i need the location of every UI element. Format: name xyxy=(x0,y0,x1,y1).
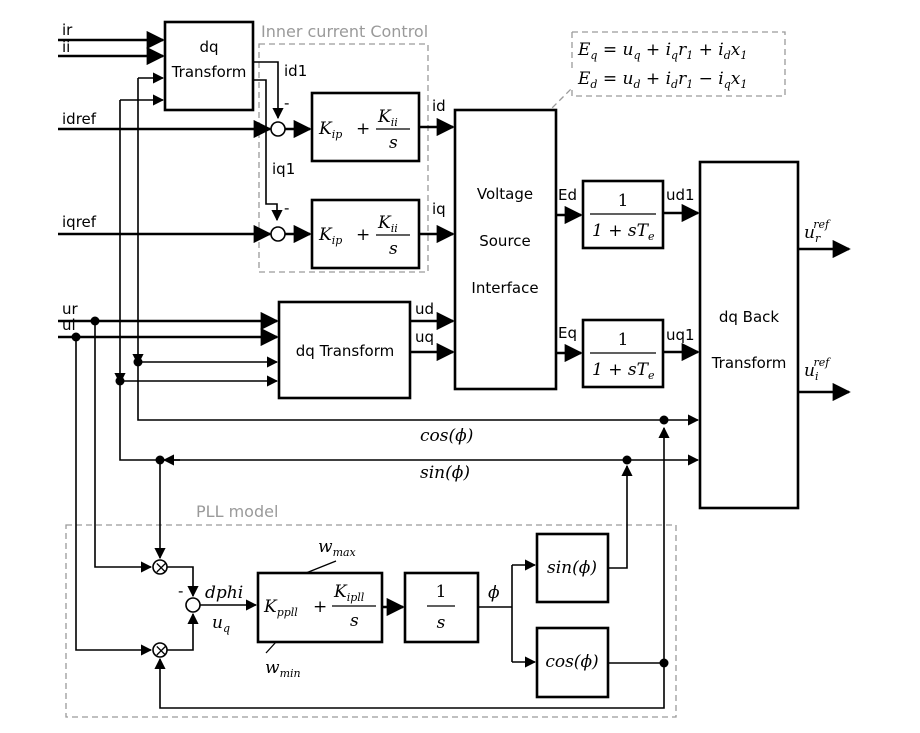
output-ui-ref-label: uiref xyxy=(804,356,831,383)
pi-pll-kppll: Kppll xyxy=(263,597,298,619)
signal-sin-phi-label: sin(ϕ) xyxy=(420,463,470,483)
input-ui-label: ui xyxy=(62,316,76,334)
signal-ud1-label: ud1 xyxy=(666,186,695,204)
wire-mult-top-to-sum xyxy=(167,566,199,598)
pi-controller-id-block: Kip + Kii s xyxy=(310,91,421,163)
input-ii-label: ii xyxy=(62,38,70,56)
dq-back-line1: dq Back xyxy=(719,308,780,326)
voltage-source-line3: Interface xyxy=(471,279,538,297)
integrator-block: 1 s xyxy=(403,571,480,644)
pi-iq-box xyxy=(310,198,421,270)
voltage-source-line1: Voltage xyxy=(477,185,533,203)
minus-sign-pll: - xyxy=(178,582,183,600)
pll-wmax-label: wmax xyxy=(318,537,357,559)
pi-id-s: s xyxy=(389,133,398,153)
wire-ur-to-mult xyxy=(94,321,153,573)
pi-id-kip: Kip xyxy=(318,119,342,141)
pi-pll-box xyxy=(256,571,384,644)
junction-sin-source xyxy=(622,455,632,465)
wire-sin-out xyxy=(608,464,633,569)
signal-uq1-label: uq1 xyxy=(666,326,695,344)
pi-id-plus: + xyxy=(356,119,370,139)
wire-id1 xyxy=(253,61,284,120)
dq-back-transform-block xyxy=(698,160,800,510)
cos-block xyxy=(535,626,610,699)
lag-q-den: 1 + sTe xyxy=(592,360,655,382)
signal-phi-label: ϕ xyxy=(488,583,500,603)
equation-eq: Eq = uq + iqr1 + idx1 xyxy=(577,40,747,62)
limit-max-tick xyxy=(305,560,337,574)
signal-cos-phi-label: cos(ϕ) xyxy=(420,426,473,446)
pll-model-region xyxy=(65,524,677,718)
integrator-one: 1 xyxy=(436,582,447,602)
signal-uq-pll-label: uq xyxy=(212,613,230,635)
equation-callout-border xyxy=(544,31,786,116)
sum-junction-pll xyxy=(185,597,201,613)
pi-iq-s: s xyxy=(389,239,398,259)
voltage-source-line2: Source xyxy=(479,232,531,250)
pi-id-kii: Kii xyxy=(377,107,398,129)
multiplier-bottom-symbol: × xyxy=(154,641,168,661)
pi-controller-pll-block: Kppll + Kipll s xyxy=(256,571,384,644)
signal-uq-label: uq xyxy=(415,328,434,346)
junction-cos-bus xyxy=(659,415,669,425)
voltage-source-interface-block xyxy=(453,108,558,391)
wire-mult-bot-to-sum xyxy=(167,612,199,651)
wire-cos-bus xyxy=(137,78,700,426)
pi-pll-plus: + xyxy=(313,597,327,617)
lag-d-one: 1 xyxy=(618,191,629,211)
dq-transform-top-block xyxy=(163,20,255,112)
input-idref-label: idref xyxy=(62,110,97,128)
signal-Eq-label: Eq xyxy=(558,324,577,342)
lag-block-d: 1 1 + sTe xyxy=(581,179,665,250)
signal-iq-label: iq xyxy=(432,200,446,218)
wire-ui-to-mult xyxy=(75,337,153,656)
pi-iq-kii: Kii xyxy=(377,213,398,235)
signal-id1-label: id1 xyxy=(284,62,307,80)
wire-cos-to-mult xyxy=(154,657,665,709)
output-ur-ref-label: urref xyxy=(804,218,831,245)
pi-controller-iq-block: Kip + Kii s xyxy=(310,198,421,270)
minus-sign-iq: - xyxy=(284,199,289,217)
dq-back-line2: Transform xyxy=(711,354,787,372)
wire-iq1 xyxy=(253,79,283,222)
pi-pll-s: s xyxy=(350,611,359,631)
input-ur-label: ur xyxy=(62,300,79,318)
minus-sign-id: - xyxy=(284,94,289,112)
pll-wmin-label: wmin xyxy=(265,658,301,680)
equation-ed: Ed = ud + idr1 − iqx1 xyxy=(577,69,747,91)
sin-block-label: sin(ϕ) xyxy=(547,558,597,578)
pi-pll-kipll: Kipll xyxy=(333,582,365,604)
lag-block-q: 1 1 + sTe xyxy=(581,318,665,389)
wire-sin-bus xyxy=(119,100,700,466)
lag-q-one: 1 xyxy=(618,330,629,350)
signal-id-label: id xyxy=(432,97,446,115)
lag-d-den: 1 + sTe xyxy=(592,221,655,243)
dq-transform-top-line1: dq xyxy=(199,38,218,56)
inner-current-control-label: Inner current Control xyxy=(261,22,428,41)
signal-iq1-label: iq1 xyxy=(272,160,295,178)
pll-model-label: PLL model xyxy=(196,502,278,521)
limit-min-tick xyxy=(265,641,277,654)
signal-ud-label: ud xyxy=(415,300,434,318)
pi-iq-plus: + xyxy=(356,225,370,245)
signal-dphi-label: dphi xyxy=(205,583,243,603)
inner-current-control-region xyxy=(258,43,429,273)
sum-junction-id xyxy=(270,121,286,137)
input-iqref-label: iqref xyxy=(62,213,97,231)
pi-iq-kip: Kip xyxy=(318,225,342,247)
dq-transform-mid-label: dq Transform xyxy=(296,342,394,360)
dq-transform-mid-block xyxy=(277,300,412,400)
signal-Ed-label: Ed xyxy=(558,186,577,204)
integrator-s: s xyxy=(437,613,446,633)
integrator-box xyxy=(403,571,480,644)
input-ir-label: ir xyxy=(62,21,73,39)
dq-transform-top-line2: Transform xyxy=(171,63,247,81)
sum-junction-iq xyxy=(270,226,286,242)
cos-block-label: cos(ϕ) xyxy=(545,652,598,672)
multiplier-top-symbol: × xyxy=(154,558,168,578)
